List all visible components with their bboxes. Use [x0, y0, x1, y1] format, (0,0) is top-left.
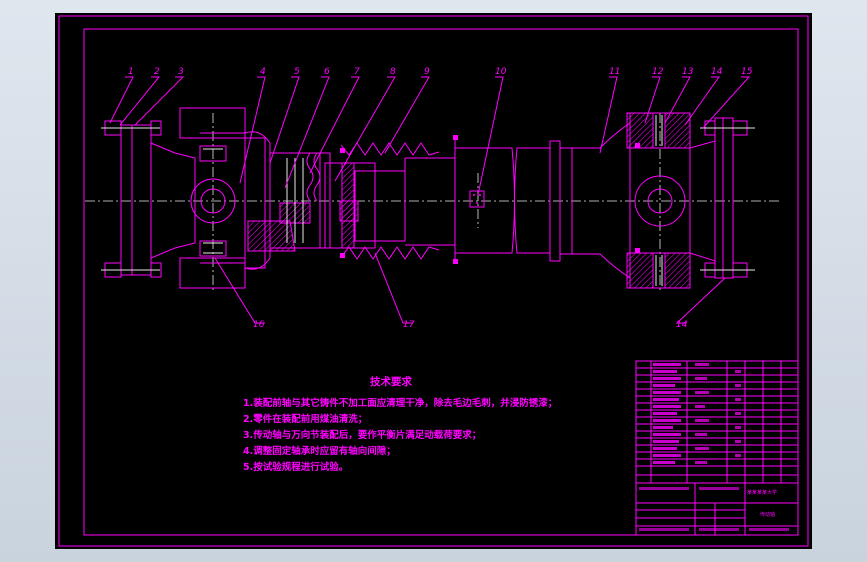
parts-list-rows — [636, 367, 798, 484]
balloon-numbers: 1 2 3 4 5 6 7 8 9 10 11 12 13 14 15 16 1… — [128, 67, 753, 330]
balloon-5: 5 — [294, 67, 300, 77]
balloon-14b: 14 — [676, 320, 688, 330]
tech-req-item-4: 4.调整固定轴承时应留有轴向间隙； — [243, 445, 396, 457]
balloon-9: 9 — [424, 67, 430, 77]
spline-shaft-bellows — [324, 135, 458, 264]
tech-req-title: 技术要求 — [370, 375, 412, 388]
drawing-canvas: 1 2 3 4 5 6 7 8 9 10 11 12 13 14 15 16 1… — [58, 15, 809, 547]
balloon-10: 10 — [495, 67, 507, 77]
balloon-6: 6 — [324, 67, 330, 77]
balloon-2: 2 — [154, 67, 160, 77]
balloon-3: 3 — [178, 67, 184, 77]
balloon-7: 7 — [354, 67, 360, 77]
leader-lines — [109, 76, 751, 324]
balloon-17: 17 — [403, 320, 415, 330]
cad-viewport[interactable]: 1 2 3 4 5 6 7 8 9 10 11 12 13 14 15 16 1… — [55, 13, 812, 549]
drawing-name: 传动轴 — [760, 511, 775, 518]
left-slip-yoke — [244, 131, 331, 270]
parts-list-fill — [653, 363, 741, 464]
balloon-4: 4 — [260, 67, 266, 77]
balloon-15: 15 — [741, 67, 753, 77]
right-flange-yoke — [689, 117, 755, 279]
tech-req-item-3: 3.传动轴与万向节装配后，要作平衡片满足动载荷要求； — [243, 429, 481, 441]
university-name: 某某某某大学 — [747, 489, 777, 496]
balloon-14: 14 — [711, 67, 723, 77]
balloon-12: 12 — [652, 67, 664, 77]
technical-requirements: 技术要求 1.装配前轴与其它铸件不加工面应清理干净，除去毛边毛刺，并浸防锈漆； … — [243, 375, 557, 473]
outer-frame — [58, 15, 809, 547]
balloon-13: 13 — [682, 67, 694, 77]
balloon-16: 16 — [253, 320, 265, 330]
title-block: 某某某某大学 传动轴 — [635, 360, 799, 536]
right-universal-joint — [571, 112, 691, 289]
main-tube — [455, 140, 573, 262]
balloon-11: 11 — [609, 67, 620, 77]
balloon-8: 8 — [390, 67, 396, 77]
balloon-1: 1 — [128, 67, 134, 77]
tech-req-item-5: 5.按试验规程进行试验。 — [243, 461, 348, 473]
inner-frame — [83, 28, 799, 536]
tech-req-item-1: 1.装配前轴与其它铸件不加工面应清理干净，除去毛边毛刺，并浸防锈漆； — [243, 397, 557, 409]
tech-req-item-2: 2.零件在装配前用煤油清洗； — [243, 413, 367, 425]
left-flange-yoke — [101, 107, 246, 289]
